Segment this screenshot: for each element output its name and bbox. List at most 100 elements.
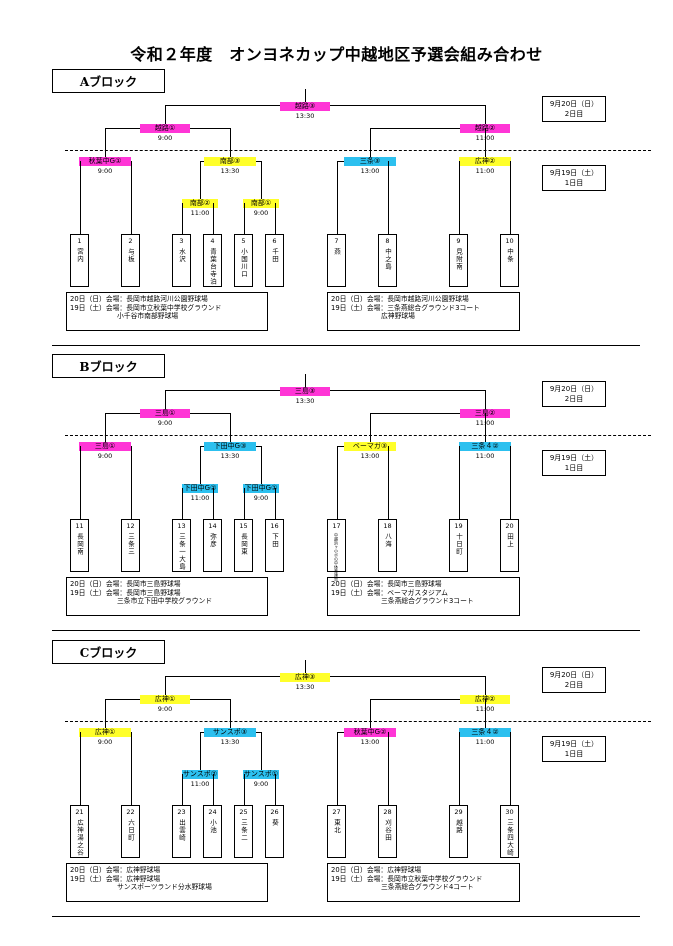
final-time: 13:30	[295, 397, 315, 405]
quarter-time: 13:30	[220, 167, 240, 175]
quarter-time: 11:00	[475, 738, 495, 746]
round-text: 1日目	[564, 750, 584, 758]
bracket-line	[130, 161, 132, 234]
bracket-line	[274, 203, 276, 234]
first-round-label: 南部①	[243, 199, 279, 208]
team-number: 27	[332, 808, 341, 816]
quarter-label: 下田中G③	[204, 442, 256, 451]
bracket-line	[230, 699, 231, 732]
venue-line: 19日（土）会場：長岡市三島野球場	[70, 588, 181, 597]
first-round-label: サンスポ②	[182, 770, 218, 779]
quarter-label: 南部③	[204, 157, 256, 166]
bracket-line	[261, 732, 262, 774]
bracket-line	[165, 676, 166, 699]
quarter-time: 11:00	[475, 452, 495, 460]
semi-time: 11:00	[455, 134, 515, 142]
venue-line: 19日（土）会場：長岡市立秋葉中学校グラウンド	[70, 303, 222, 312]
team-number: 19	[454, 522, 463, 530]
quarter-time: 13:30	[220, 738, 240, 746]
venue-line: 20日（日）会場：長岡市三島野球場	[70, 580, 181, 588]
team-name: 青葉台寺泊	[208, 248, 217, 286]
team-name: 燕	[332, 248, 341, 256]
first-round-time: 11:00	[190, 780, 210, 788]
quarter-time: 13:30	[220, 452, 240, 460]
team-number: 24	[208, 808, 217, 816]
final-label: 三島③	[280, 387, 330, 396]
team-number: 9	[456, 237, 461, 245]
semi-time: 11:00	[455, 419, 515, 427]
bracket-line	[274, 488, 276, 519]
team-number: 28	[383, 808, 392, 816]
team-number: 11	[75, 522, 84, 530]
team-number: 3	[179, 237, 184, 245]
quarter-time: 13:00	[360, 167, 380, 175]
team-name: 長岡南	[75, 533, 84, 556]
venue-line: 三条燕総合グラウンド3コート	[381, 597, 474, 605]
day-divider	[65, 435, 651, 436]
team-name: 広神湯之谷	[75, 819, 84, 857]
date-text: 9月20日（日）	[549, 385, 599, 393]
bracket-line	[305, 89, 306, 105]
team-number: 29	[454, 808, 463, 816]
bracket-line	[212, 774, 214, 805]
bracket-line	[370, 699, 486, 700]
bracket-line	[336, 161, 338, 234]
bracket-line	[485, 105, 486, 128]
semi-time: 9:00	[157, 419, 173, 427]
bracket-line	[130, 732, 132, 805]
block-label: Cブロック	[52, 640, 165, 664]
team-name: 三条三	[126, 533, 135, 556]
bracket-line	[336, 446, 338, 519]
bracket-line	[165, 105, 166, 128]
venue-line: 20日（日）会場：広神野球場	[70, 866, 161, 874]
team-name: 中之島	[383, 248, 392, 271]
venue-line: 20日（日）会場：長岡市三島野球場	[331, 580, 442, 588]
block-separator	[52, 345, 640, 346]
team-number: 17	[332, 522, 341, 530]
semi-time: 9:00	[157, 705, 173, 713]
quarter-label: 三条４②	[459, 442, 511, 451]
block-separator	[52, 916, 640, 917]
block-separator	[52, 630, 640, 631]
bracket-line	[485, 699, 486, 732]
round-text: 2日目	[564, 395, 584, 403]
first-round-time: 9:00	[253, 209, 269, 217]
venue-line: 20日（日）会場：長岡市越路河川公園野球場	[70, 295, 208, 303]
venue-line: 19日（土）会場：ベーマガスタジアム	[331, 588, 448, 597]
team-number: 12	[126, 522, 135, 530]
bracket-line	[212, 203, 214, 234]
team-number: 7	[334, 237, 339, 245]
first-round-label: サンスポ①	[243, 770, 279, 779]
round-text: 1日目	[564, 179, 584, 187]
team-name: 中条	[505, 248, 514, 263]
team-name: 与板	[126, 248, 135, 263]
team-number: 13	[177, 522, 186, 530]
team-number: 4	[210, 237, 215, 245]
bracket-line	[212, 488, 214, 519]
bracket-line	[79, 732, 81, 805]
final-label: 広神③	[280, 673, 330, 682]
bracket-line	[181, 774, 183, 805]
bracket-line	[509, 732, 511, 805]
team-number: 15	[239, 522, 248, 530]
team-number: 20	[505, 522, 514, 530]
team-number: 18	[383, 522, 392, 530]
bracket-line	[370, 128, 371, 161]
team-number: 8	[385, 237, 390, 245]
bracket-line	[79, 446, 81, 519]
team-name: 三条二	[239, 819, 248, 842]
team-name: 十日町	[454, 533, 463, 556]
bracket-line	[243, 203, 245, 234]
semi-label: 広神①	[140, 695, 190, 704]
bracket-line	[387, 732, 389, 805]
